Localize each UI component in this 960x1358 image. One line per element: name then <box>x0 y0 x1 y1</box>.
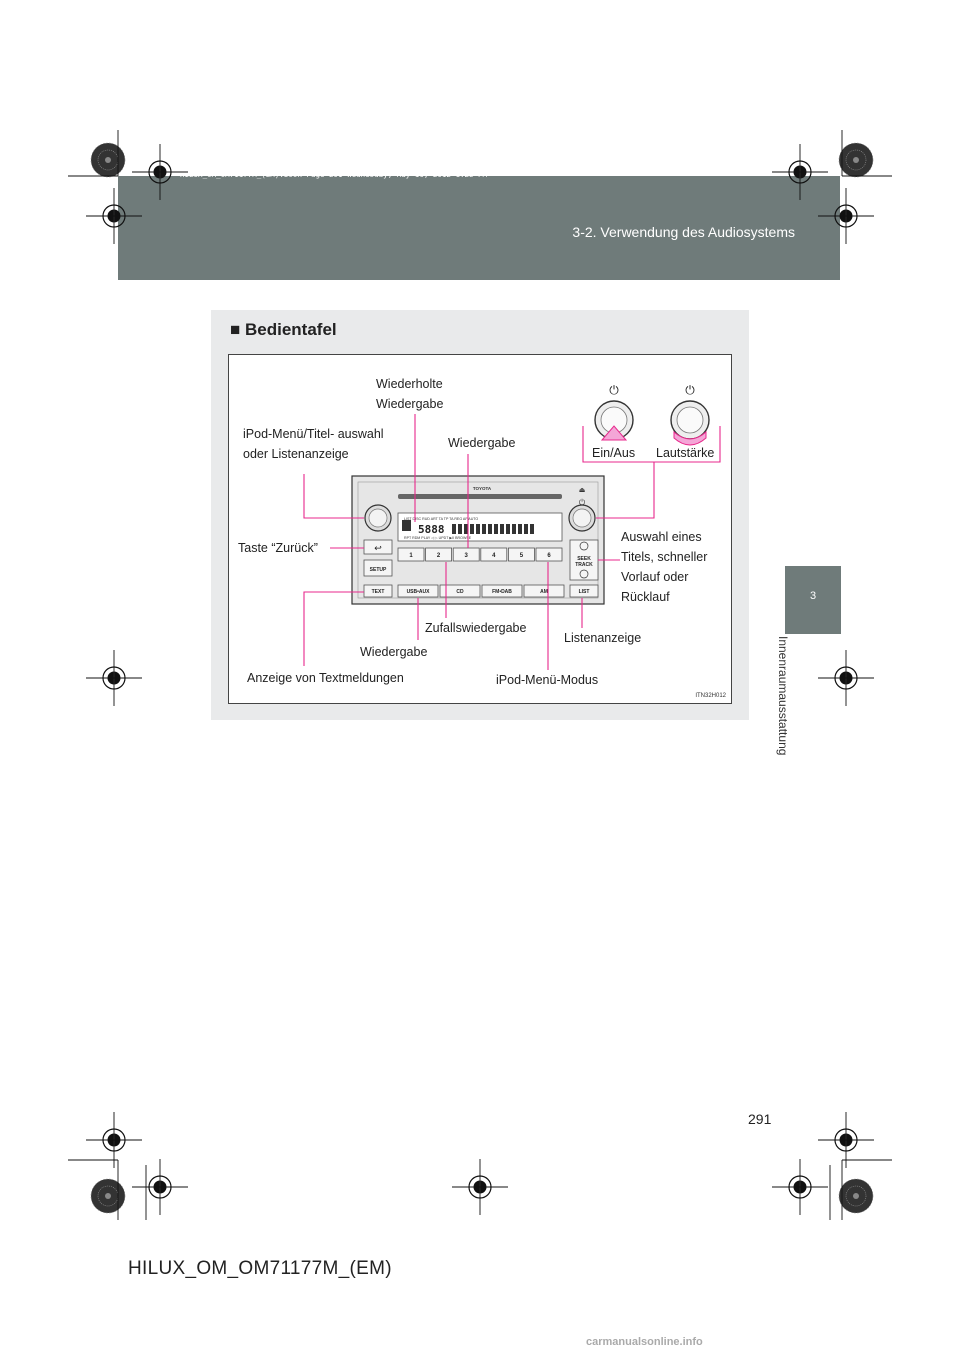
power-icon: ⏻ <box>609 383 619 397</box>
preset-button-2 <box>425 547 453 562</box>
display-digits: 5888 <box>418 523 445 536</box>
back-button <box>363 539 393 555</box>
svg-text:SEEK: SEEK <box>577 556 591 562</box>
svg-text:LIST: LIST <box>579 589 590 595</box>
label-back-button: Taste “Zurück” <box>238 541 318 555</box>
setup-button <box>363 559 393 577</box>
svg-text:CD: CD <box>456 589 464 595</box>
press-arrow-icon <box>600 425 628 441</box>
preset-buttons: 1 2 3 4 5 6 <box>397 547 563 562</box>
text-button <box>363 584 393 598</box>
am-button <box>523 584 565 598</box>
svg-text:AM: AM <box>540 589 548 595</box>
list-button <box>569 584 599 598</box>
callout-lines <box>303 414 721 670</box>
rotate-arrow-icon <box>673 430 707 446</box>
preset-button-4 <box>480 547 508 562</box>
preset-label-1: 1 <box>409 553 413 559</box>
seek-track-button <box>569 539 599 581</box>
brand-label: TOYOTA <box>473 486 492 491</box>
page-number: 291 <box>748 1111 772 1127</box>
preset-button-6 <box>535 547 563 562</box>
power-icon: ⏻ <box>579 498 586 507</box>
label-shuffle-play: Zufallswiedergabe <box>425 621 527 635</box>
preset-label-6: 6 <box>547 553 551 559</box>
cd-button <box>439 584 481 598</box>
label-list-display: Listenanzeige <box>564 631 642 645</box>
section-title: 3-2. Verwendung des Audiosystems <box>572 224 795 240</box>
label-ipod-menu-mode: iPod-Menü-Modus <box>496 673 599 687</box>
back-icon: ↩ <box>374 543 382 553</box>
cd-slot <box>398 494 562 499</box>
svg-text:FM•DAB: FM•DAB <box>492 589 512 595</box>
svg-text:USB•AUX: USB•AUX <box>407 589 431 595</box>
display-top-row: LIST DISC RUD ART TA TP TA REG AF AUTO <box>404 517 478 521</box>
chapter-tab <box>785 566 841 634</box>
watermark: carmanualsonline.info <box>586 1336 703 1348</box>
document-code: HILUX_OM_OM71177M_(EM) <box>128 1258 392 1279</box>
preset-button-5 <box>507 547 535 562</box>
preset-label-2: 2 <box>437 553 441 559</box>
preset-button-1 <box>397 547 425 562</box>
panel-heading: ■ Bedientafel <box>230 320 337 339</box>
label-play-top: Wiedergabe <box>448 436 516 450</box>
fm-dab-button <box>481 584 523 598</box>
label-text-messages: Anzeige von Textmeldungen <box>247 671 404 685</box>
display-bottom-row: RPT RDM PLAY ◁ ▷ UPDT ▶II BROWSE <box>404 536 472 540</box>
svg-text:TEXT: TEXT <box>372 589 385 595</box>
power-icon: ⏻ <box>685 383 695 397</box>
chapter-number: 3 <box>809 590 817 602</box>
preset-label-5: 5 <box>520 553 524 559</box>
label-play-bottom: Wiedergabe <box>360 645 428 659</box>
figure-code: ITN32H012 <box>695 693 726 699</box>
label-power-onoff: Ein/Aus <box>592 446 636 460</box>
svg-text:SETUP: SETUP <box>370 567 387 573</box>
file-stamp: HILUX_OM_OM71177M_(EM).book Page 291 Wed… <box>180 170 488 179</box>
svg-text:TRACK: TRACK <box>575 562 593 568</box>
preset-label-3: 3 <box>465 553 469 559</box>
preset-label-4: 4 <box>492 553 496 559</box>
header-band <box>118 176 840 280</box>
preset-button-3 <box>452 547 480 562</box>
usb-aux-button <box>397 584 439 598</box>
label-volume: Lautstärke <box>656 446 715 460</box>
eject-icon: ⏏ <box>579 487 586 494</box>
